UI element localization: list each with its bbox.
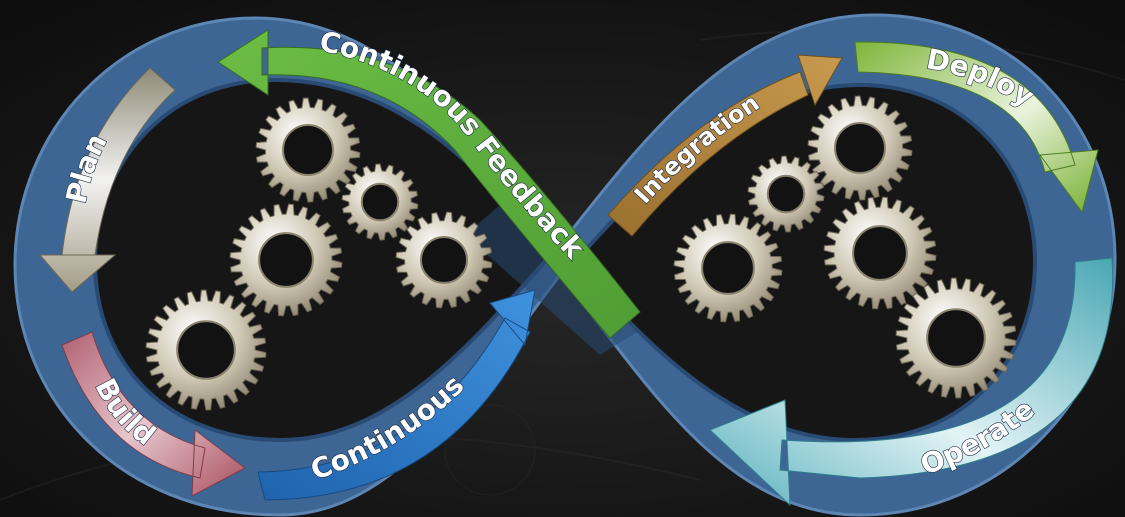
plan-arrow [38, 67, 176, 293]
gear-cluster-left [145, 97, 493, 411]
gear-icon [145, 289, 267, 411]
gear-icon [229, 203, 343, 317]
gear-icon [395, 211, 493, 309]
continuous-feedback-arrow [217, 29, 641, 339]
gear-icon [895, 277, 1017, 399]
deploy-arrow [854, 41, 1099, 214]
gear-icon [673, 213, 783, 323]
gear-icon [747, 155, 825, 233]
gear-icon [807, 95, 913, 201]
gear-cluster-right [673, 95, 1017, 399]
gear-icon [823, 196, 937, 310]
gear-icon [341, 163, 419, 241]
continuous-arrow [257, 289, 536, 501]
stage-arrows [38, 29, 1114, 507]
build-arrow [61, 331, 246, 497]
gear-icon [255, 97, 361, 203]
operate-arrow [709, 257, 1114, 507]
integration-arrow [607, 54, 843, 237]
